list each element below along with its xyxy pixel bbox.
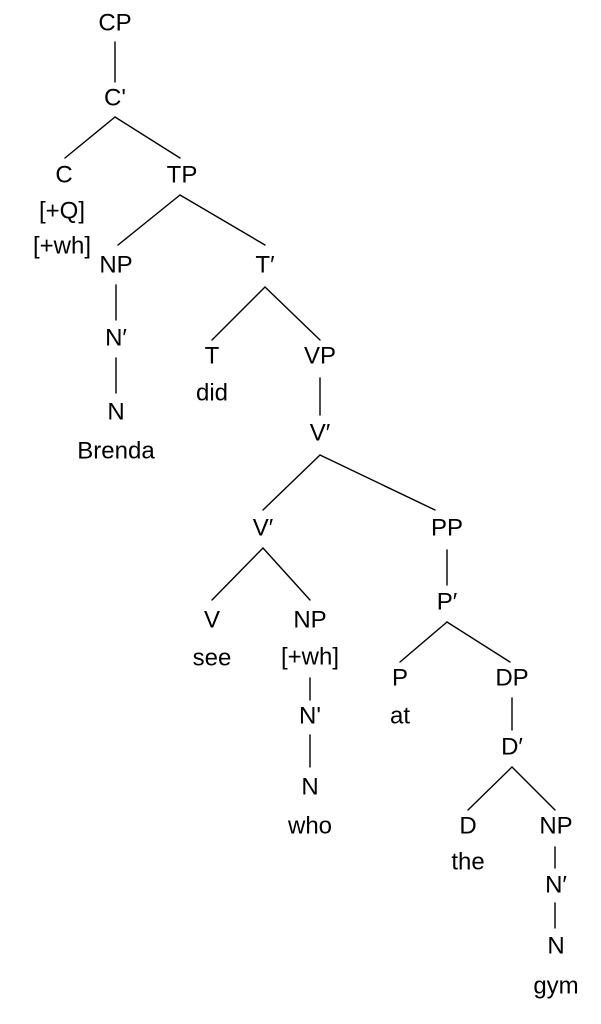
word-brenda: Brenda [77, 437, 155, 464]
branch-pbar-dp [446, 621, 511, 663]
branch-tp-tbar [179, 194, 266, 246]
node-tbar: T′ [255, 251, 275, 278]
node-v: V [204, 606, 220, 633]
word-did: did [196, 379, 228, 406]
branch-vbar-np [262, 547, 311, 601]
branch-dbar-np [511, 766, 556, 811]
node-cp: CP [98, 9, 131, 36]
object-feature-wh: [+wh] [281, 643, 339, 670]
branch-vbar-pp [319, 454, 436, 511]
node-vbar-upper: V′ [310, 419, 331, 446]
node-dp-nbar: N′ [545, 871, 567, 898]
node-dbar: D′ [501, 733, 523, 760]
node-tp: TP [167, 161, 198, 188]
node-cbar: C' [104, 84, 126, 111]
node-subject-nbar: N′ [105, 324, 127, 351]
branch-tp-np [117, 194, 181, 246]
branch-dbar-d [467, 766, 513, 811]
word-see: see [193, 644, 232, 671]
branch-vbar-vbar [262, 454, 321, 511]
branch-tbar-t [211, 286, 266, 341]
branch-pbar-p [399, 621, 448, 663]
node-t: T [205, 342, 220, 369]
word-the: the [451, 848, 484, 875]
tree-nodes: CP C' C [+Q] [+wh] TP NP N′ N Brenda T′ … [33, 9, 579, 999]
node-dp: DP [495, 664, 528, 691]
node-object-nbar: N' [299, 702, 321, 729]
node-pp: PP [431, 514, 463, 541]
node-vbar-lower: V′ [253, 514, 274, 541]
node-p: P [392, 664, 408, 691]
word-who: who [287, 812, 332, 839]
branch-cbar-tp [114, 116, 181, 159]
node-object-np: NP [293, 606, 326, 633]
c-feature-wh: [+wh] [33, 232, 91, 259]
branch-vbar-v [211, 547, 264, 601]
c-feature-q: [+Q] [39, 197, 85, 224]
node-subject-n: N [107, 398, 124, 425]
node-d: D [459, 812, 476, 839]
node-object-n: N [301, 773, 318, 800]
word-at: at [390, 702, 410, 729]
tree-branches [64, 41, 556, 929]
node-vp: VP [304, 342, 336, 369]
node-dp-n: N [547, 932, 564, 959]
node-subject-np: NP [99, 251, 132, 278]
word-gym: gym [533, 972, 578, 999]
node-dp-np: NP [539, 812, 572, 839]
branch-tbar-vp [264, 286, 321, 341]
node-c: C [55, 161, 72, 188]
branch-cbar-c [64, 116, 116, 159]
node-pbar: P′ [437, 588, 458, 615]
